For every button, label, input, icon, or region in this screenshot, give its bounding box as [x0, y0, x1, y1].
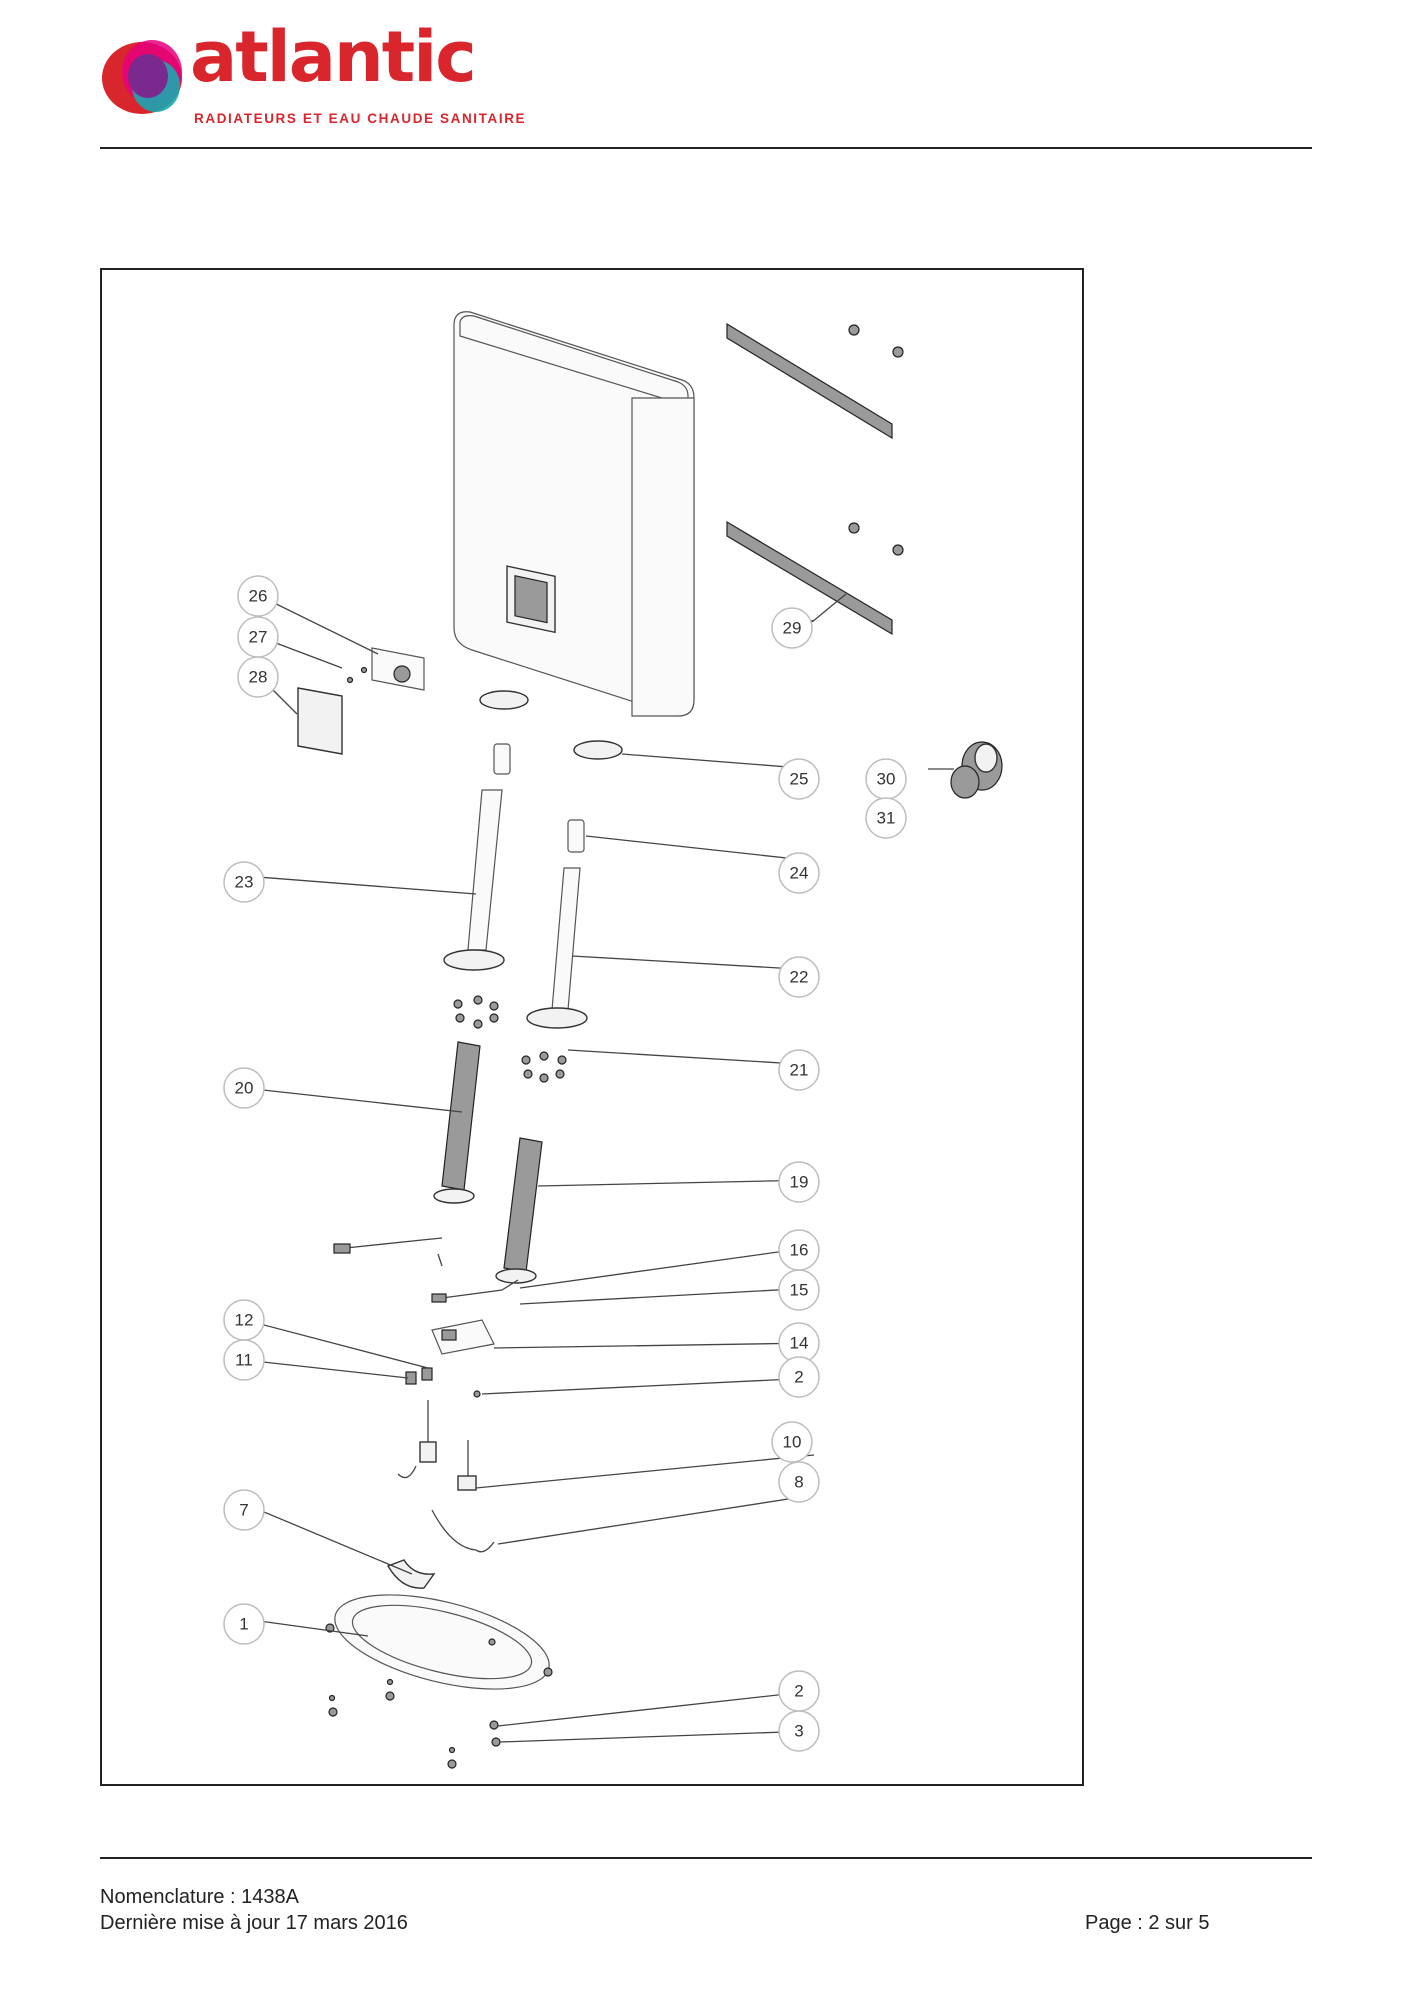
svg-text:27: 27 [249, 628, 268, 647]
anode-23 [443, 743, 511, 971]
callout-16: 16 [778, 1229, 820, 1271]
nomenclature-ref: Nomenclature : 1438A [100, 1886, 300, 1908]
svg-text:10: 10 [783, 1433, 802, 1452]
dielectric-fitting-30-31 [950, 741, 1003, 799]
callout-29: 29 [771, 607, 813, 649]
exploded-parts-diagram: 26 27 28 29 25 30 31 23 24 22 21 20 19 1… [100, 268, 1084, 1786]
heating-element-20 [433, 1041, 481, 1204]
svg-text:22: 22 [790, 968, 809, 987]
thermostat-parts-11-12 [405, 1367, 481, 1398]
svg-text:29: 29 [783, 619, 802, 638]
thermostat-support-plate [431, 1319, 495, 1355]
footer-divider [100, 1857, 1312, 1859]
svg-text:7: 7 [239, 1501, 248, 1520]
callout-22: 22 [778, 956, 820, 998]
callout-28: 28 [237, 656, 279, 698]
callout-15: 15 [778, 1269, 820, 1311]
thermostat-10 [397, 1400, 477, 1491]
nut-set-right [521, 1051, 567, 1083]
svg-text:24: 24 [790, 864, 809, 883]
svg-text:25: 25 [790, 770, 809, 789]
svg-text:20: 20 [235, 1079, 254, 1098]
atlantic-logo-mark-icon [102, 40, 182, 114]
diagram-canvas: 26 27 28 29 25 30 31 23 24 22 21 20 19 1… [223, 311, 1003, 1769]
svg-text:12: 12 [235, 1311, 254, 1330]
callout-14: 14 [778, 1322, 820, 1364]
callout-20: 20 [223, 1067, 265, 1109]
gasket-ring-25 [573, 740, 623, 760]
svg-text:15: 15 [790, 1281, 809, 1300]
svg-text:8: 8 [794, 1473, 803, 1492]
svg-text:11: 11 [235, 1351, 253, 1370]
last-updated: Dernière mise à jour 17 mars 2016 [100, 1912, 408, 1934]
callout-27: 27 [237, 616, 279, 658]
svg-text:19: 19 [790, 1173, 809, 1192]
svg-text:31: 31 [877, 809, 896, 828]
brand-name: atlantic [190, 16, 477, 98]
svg-text:30: 30 [877, 770, 896, 789]
svg-text:23: 23 [235, 873, 254, 892]
callout-2-lower: 2 [778, 1670, 820, 1712]
callout-23: 23 [223, 861, 265, 903]
callout-10: 10 [771, 1421, 813, 1463]
callout-2-upper: 2 [778, 1356, 820, 1398]
callout-12: 12 [223, 1299, 265, 1341]
callout-3: 3 [778, 1710, 820, 1752]
callout-8: 8 [778, 1461, 820, 1503]
wall-bracket-bottom [726, 520, 904, 636]
callout-31: 31 [865, 797, 907, 839]
svg-text:16: 16 [790, 1241, 809, 1260]
callout-30: 30 [865, 758, 907, 800]
leader-lines [244, 593, 954, 1743]
svg-text:2: 2 [794, 1368, 803, 1387]
svg-text:26: 26 [249, 587, 268, 606]
callout-25: 25 [778, 758, 820, 800]
callout-11: 11 [223, 1339, 265, 1381]
anode-22 [526, 819, 588, 1029]
svg-text:28: 28 [249, 668, 268, 687]
control-box [297, 647, 425, 755]
svg-text:21: 21 [790, 1061, 809, 1080]
water-heater-tank [453, 311, 695, 717]
callout-19: 19 [778, 1161, 820, 1203]
heating-element-19 [495, 1137, 543, 1284]
header-divider [100, 147, 1312, 149]
gasket-ring-top [479, 690, 529, 710]
callout-26: 26 [237, 575, 279, 617]
callout-7: 7 [223, 1489, 265, 1531]
svg-text:14: 14 [790, 1334, 809, 1353]
sensor-cable-8 [431, 1509, 495, 1553]
svg-text:3: 3 [794, 1722, 803, 1741]
page-number: Page : 2 sur 5 [1085, 1912, 1210, 1934]
wiring-harness-lower [431, 1279, 519, 1303]
callout-21: 21 [778, 1049, 820, 1091]
brand-tagline: RADIATEURS ET EAU CHAUDE SANITAIRE [194, 111, 527, 126]
screws-feet [328, 1678, 501, 1769]
callout-24: 24 [778, 852, 820, 894]
protective-cover-1 [325, 1594, 553, 1690]
wiring-harness-upper [333, 1237, 443, 1267]
wall-bracket-top [726, 322, 904, 440]
svg-text:1: 1 [239, 1615, 248, 1634]
brand-logo: atlantic RADIATEURS ET EAU CHAUDE SANITA… [100, 22, 525, 130]
callout-1: 1 [223, 1603, 265, 1645]
svg-text:2: 2 [794, 1682, 803, 1701]
nut-set-left [453, 995, 499, 1029]
